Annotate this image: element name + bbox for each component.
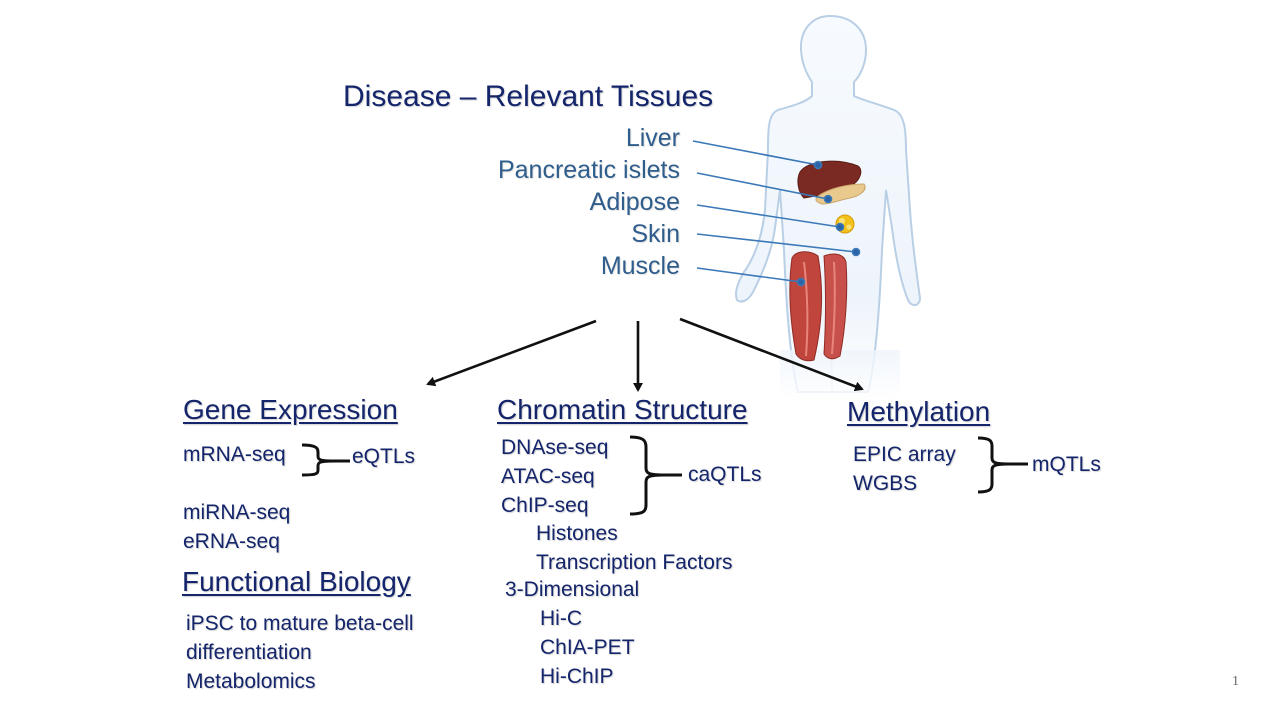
methylation-item: WGBS bbox=[853, 472, 918, 495]
chip-sub-item: Transcription Factors bbox=[536, 551, 733, 574]
functional-biology-item: differentiation bbox=[186, 641, 312, 664]
tissue-label-muscle: Muscle bbox=[600, 252, 680, 280]
flow-arrows bbox=[426, 317, 864, 392]
leader-dot-muscle bbox=[796, 277, 806, 287]
tissue-label-adipose: Adipose bbox=[589, 188, 680, 216]
braces bbox=[301, 435, 1028, 516]
leader-line-muscle bbox=[696, 267, 802, 283]
arrow-to-methylation bbox=[679, 317, 864, 392]
chromatin-item: ATAC-seq bbox=[501, 465, 595, 488]
leader-line-skin bbox=[696, 233, 857, 253]
three-d-sub-item: Hi-C bbox=[540, 607, 582, 630]
tissue-label-pancreatic-islets: Pancreatic islets bbox=[497, 156, 680, 184]
methylation-item: EPIC array bbox=[853, 443, 956, 466]
leader-line-liver bbox=[692, 140, 819, 166]
three-d-sub-item: Hi-ChIP bbox=[540, 665, 614, 688]
chromatin-structure-heading: Chromatin Structure bbox=[497, 394, 748, 425]
page-number: 1 bbox=[1232, 674, 1239, 689]
brace-chromatin bbox=[629, 435, 666, 516]
leader-line-adipose bbox=[696, 204, 841, 228]
leader-dot-adipose bbox=[835, 222, 845, 232]
diagram-title: Disease – Relevant Tissues bbox=[343, 80, 714, 113]
chromatin-item: DNAse-seq bbox=[501, 436, 609, 459]
leader-dot-pancreatic-islets bbox=[823, 194, 833, 204]
gene-expression-item: eRNA-seq bbox=[183, 530, 280, 553]
leader-line-pancreatic-islets bbox=[696, 172, 829, 200]
brace-methylation bbox=[977, 436, 1010, 494]
tissue-label-liver: Liver bbox=[625, 124, 680, 152]
gene-expression-item: miRNA-seq bbox=[183, 501, 291, 524]
chromatin-item: ChIP-seq bbox=[501, 494, 589, 517]
functional-biology-item: iPSC to mature beta-cell bbox=[186, 612, 414, 635]
functional-biology-item: Metabolomics bbox=[186, 670, 316, 693]
eqtl-label: eQTLs bbox=[352, 445, 416, 468]
caqtl-label: caQTLs bbox=[688, 463, 762, 486]
brace-gene-expression bbox=[301, 443, 338, 477]
muscle-illustration bbox=[789, 251, 848, 362]
methylation-heading: Methylation bbox=[847, 396, 991, 427]
functional-biology-heading: Functional Biology bbox=[182, 566, 411, 597]
leader-dot-skin bbox=[851, 247, 861, 257]
chip-sub-item: Histones bbox=[536, 522, 618, 545]
tissue-leader-lines bbox=[692, 140, 861, 287]
leader-dot-liver bbox=[813, 160, 823, 170]
gene-expression-heading: Gene Expression bbox=[183, 394, 398, 425]
human-body-illustration bbox=[734, 14, 922, 400]
three-dimensional-label: 3-Dimensional bbox=[505, 578, 640, 601]
three-d-sub-item: ChIA-PET bbox=[540, 636, 635, 659]
arrow-to-gene-expression bbox=[426, 319, 597, 387]
tissue-label-skin: Skin bbox=[631, 220, 680, 248]
gene-expression-item: mRNA-seq bbox=[183, 443, 286, 466]
mqtl-label: mQTLs bbox=[1032, 453, 1101, 476]
